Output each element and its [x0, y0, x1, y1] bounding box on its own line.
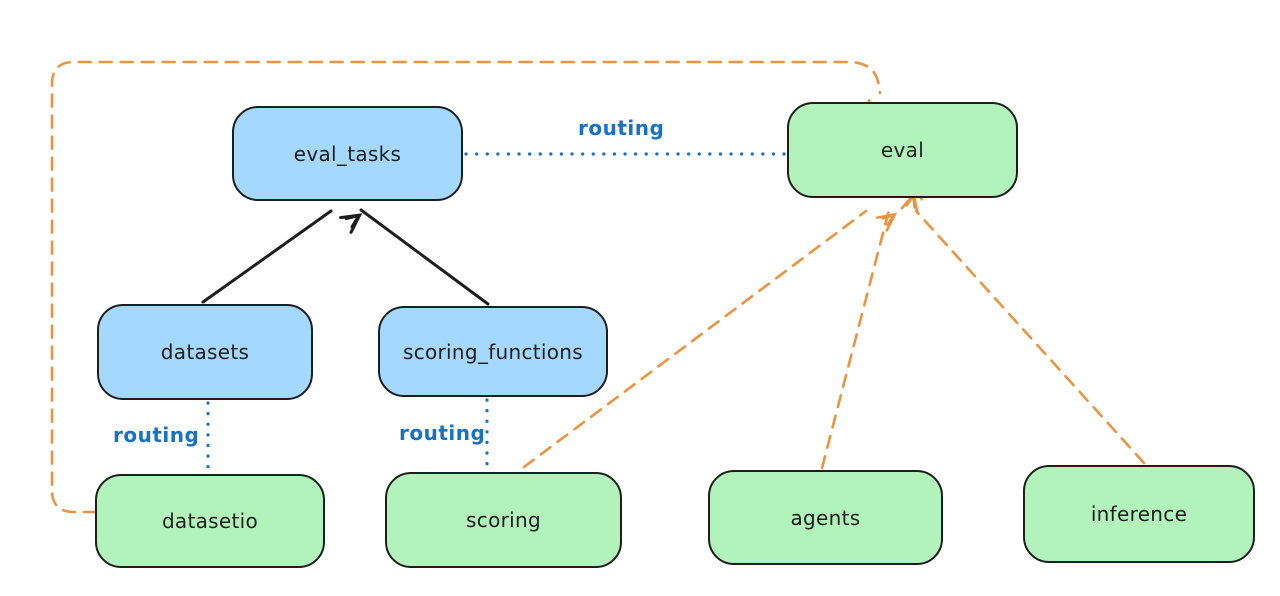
node-inference-label: inference — [1090, 502, 1188, 526]
node-inference: inference — [1023, 465, 1255, 563]
node-datasetio: datasetio — [95, 474, 325, 568]
edge-scoring-eval — [522, 209, 898, 469]
node-scoring_functions-label: scoring_functions — [402, 339, 584, 364]
node-eval_tasks: eval_tasks — [232, 106, 463, 201]
node-scoring: scoring — [385, 472, 622, 568]
edge-label-routing-datasets-datasetio: routing — [113, 423, 200, 447]
edge-scoring_functions-eval_tasks — [353, 179, 490, 306]
node-eval-label: eval — [880, 138, 925, 162]
node-eval_tasks-label: eval_tasks — [293, 141, 402, 166]
node-agents: agents — [708, 470, 943, 565]
node-scoring-label: scoring — [466, 508, 541, 532]
edge-label-routing-scoring_functions-scoring: routing — [399, 421, 486, 445]
node-agents-label: agents — [790, 505, 861, 530]
edge-datasets-eval_tasks — [201, 209, 363, 304]
node-datasets: datasets — [97, 304, 313, 400]
node-eval: eval — [787, 102, 1018, 198]
node-datasets-label: datasets — [160, 340, 250, 364]
edge-inference-eval — [914, 179, 1146, 465]
edge-label-routing-eval_tasks-eval: routing — [578, 116, 665, 140]
node-datasetio-label: datasetio — [161, 509, 259, 533]
node-scoring_functions: scoring_functions — [378, 306, 608, 397]
edge-agents-eval — [820, 191, 919, 470]
